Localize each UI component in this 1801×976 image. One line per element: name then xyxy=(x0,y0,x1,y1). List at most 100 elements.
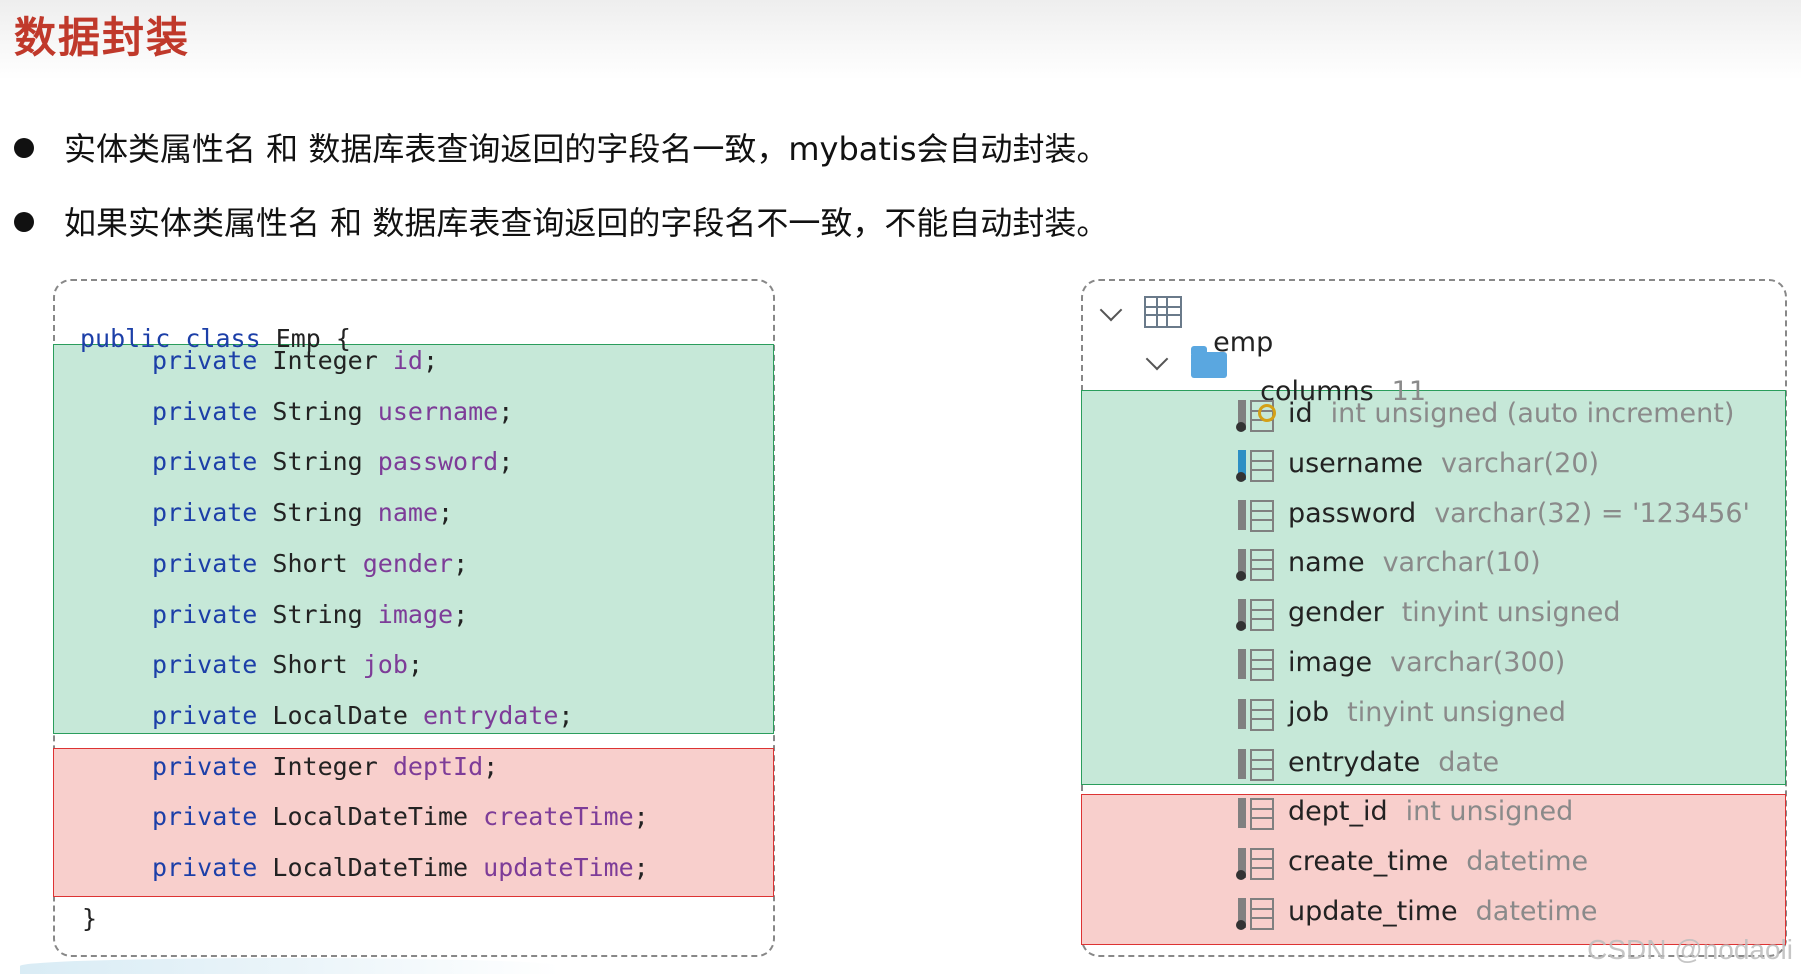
modifier: private xyxy=(152,346,258,375)
field-name: deptId xyxy=(392,752,484,781)
field-name: image xyxy=(377,600,454,629)
db-column-row[interactable]: password varchar(32) = '123456' xyxy=(1288,498,1750,529)
matched-columns-highlight xyxy=(1081,390,1786,785)
terminator: ; xyxy=(498,447,514,476)
modifier: private xyxy=(152,752,258,781)
code-field-line: private LocalDateTime updateTime; xyxy=(152,853,649,882)
field-type: LocalDateTime xyxy=(272,802,469,831)
class-closing-brace: } xyxy=(82,904,98,933)
terminator: ; xyxy=(483,752,499,781)
bullet-text: 如果实体类属性名 和 数据库表查询返回的字段名不一致，不能自动封装。 xyxy=(64,204,1109,242)
field-type: Integer xyxy=(272,346,378,375)
modifier: private xyxy=(152,853,258,882)
watermark: CSDN @nodaoli xyxy=(1587,934,1793,965)
column-type: datetime xyxy=(1475,896,1598,927)
keyword-public: public xyxy=(80,324,171,353)
field-name: name xyxy=(377,498,439,527)
field-name: updateTime xyxy=(483,853,634,882)
db-column-row[interactable]: update_time datetime xyxy=(1288,896,1598,927)
modifier: private xyxy=(152,650,258,679)
matched-fields-highlight xyxy=(53,344,774,734)
field-name: gender xyxy=(362,549,454,578)
column-type: varchar(300) xyxy=(1390,647,1566,678)
folder-icon xyxy=(1191,346,1227,378)
code-field-line: private Integer id; xyxy=(152,346,438,375)
code-field-line: private Integer deptId; xyxy=(152,752,498,781)
db-column-row[interactable]: create_time datetime xyxy=(1288,846,1588,877)
code-field-line: private String username; xyxy=(152,397,513,426)
column-type: date xyxy=(1438,747,1500,778)
tree-item-columns[interactable]: columns 11 xyxy=(1243,345,1426,407)
columns-count: 11 xyxy=(1391,376,1426,407)
primary-key-column-icon xyxy=(1236,400,1276,432)
column-name: job xyxy=(1288,697,1330,728)
column-name: create_time xyxy=(1288,846,1449,877)
mismatched-columns-highlight xyxy=(1081,794,1786,945)
code-field-line: private Short job; xyxy=(152,650,423,679)
column-name: password xyxy=(1288,498,1417,529)
column-name: name xyxy=(1288,547,1365,578)
field-name: username xyxy=(377,397,499,426)
db-column-row[interactable]: image varchar(300) xyxy=(1288,647,1565,678)
class-declaration: public class Emp { xyxy=(80,295,351,353)
column-icon xyxy=(1238,500,1274,532)
terminator: ; xyxy=(558,701,574,730)
code-field-line: private String password; xyxy=(152,447,513,476)
terminator: ; xyxy=(453,549,469,578)
column-type: varchar(20) xyxy=(1441,448,1600,479)
bullet-item: 如果实体类属性名 和 数据库表查询返回的字段名不一致，不能自动封装。 xyxy=(14,198,1108,244)
field-type: Short xyxy=(272,549,348,578)
column-name: update_time xyxy=(1288,896,1458,927)
keyword-class: class xyxy=(185,324,261,353)
terminator: ; xyxy=(633,853,649,882)
field-type: String xyxy=(272,498,363,527)
terminator: ; xyxy=(407,650,423,679)
field-name: entrydate xyxy=(422,701,559,730)
field-name: job xyxy=(362,650,408,679)
page-title: 数据封装 xyxy=(14,13,191,62)
indexed-column-icon xyxy=(1236,450,1274,482)
db-column-row[interactable]: job tinyint unsigned xyxy=(1288,697,1566,728)
modifier: private xyxy=(152,600,258,629)
mismatched-fields-highlight xyxy=(53,748,774,897)
field-type: String xyxy=(272,600,363,629)
column-name: gender xyxy=(1288,597,1384,628)
field-name: createTime xyxy=(483,802,634,831)
code-field-line: private LocalDateTime createTime; xyxy=(152,802,649,831)
column-icon xyxy=(1236,599,1274,631)
field-name: password xyxy=(377,447,499,476)
field-type: Short xyxy=(272,650,348,679)
decorative-wave xyxy=(20,958,560,974)
field-type: Integer xyxy=(272,752,378,781)
modifier: private xyxy=(152,498,258,527)
column-type: int unsigned (auto increment) xyxy=(1330,398,1735,429)
modifier: private xyxy=(152,701,258,730)
column-icon xyxy=(1238,798,1274,830)
column-name: image xyxy=(1288,647,1373,678)
column-type: varchar(32) = '123456' xyxy=(1434,498,1750,529)
bullet-dot-icon xyxy=(14,138,34,158)
code-field-line: private Short gender; xyxy=(152,549,468,578)
field-type: LocalDate xyxy=(272,701,408,730)
column-icon xyxy=(1236,898,1274,930)
code-field-line: private LocalDate entrydate; xyxy=(152,701,573,730)
modifier: private xyxy=(152,802,258,831)
column-type: tinyint unsigned xyxy=(1347,697,1566,728)
modifier: private xyxy=(152,397,258,426)
columns-label: columns xyxy=(1260,376,1374,407)
table-icon xyxy=(1144,296,1182,328)
header-band xyxy=(0,0,1801,80)
field-name: id xyxy=(392,346,423,375)
field-type: LocalDateTime xyxy=(272,853,469,882)
column-icon xyxy=(1238,699,1274,731)
column-type: datetime xyxy=(1466,846,1589,877)
field-type: String xyxy=(272,447,363,476)
bullet-item: 实体类属性名 和 数据库表查询返回的字段名一致，mybatis会自动封装。 xyxy=(14,124,1109,170)
column-icon xyxy=(1236,848,1274,880)
